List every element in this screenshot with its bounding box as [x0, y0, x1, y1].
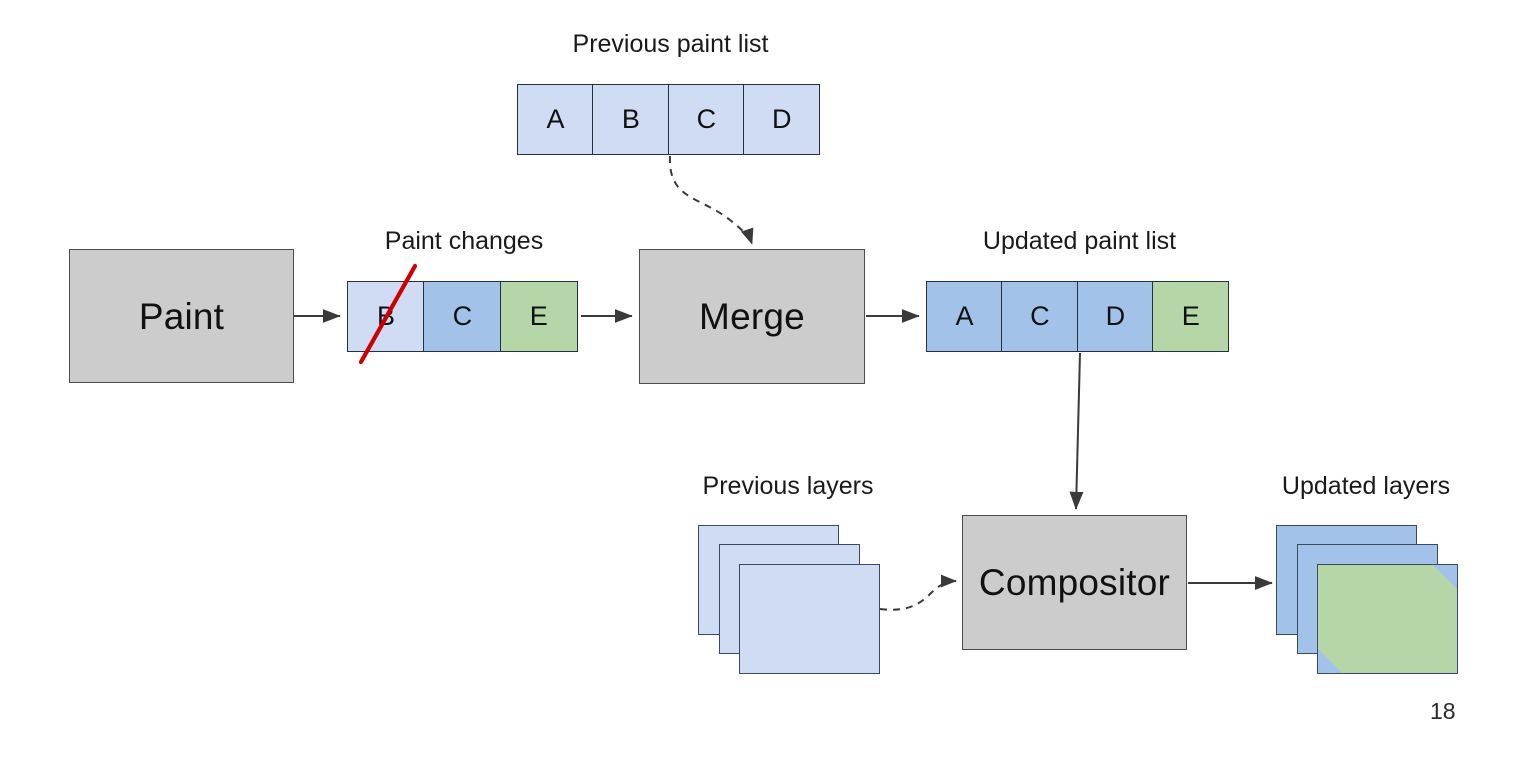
cell-label: C	[696, 104, 717, 134]
cell-label: D	[771, 104, 792, 134]
cell-label: B	[621, 104, 640, 134]
paint-changes-group: B C E	[347, 263, 581, 365]
cell-label: B	[376, 301, 395, 331]
paint-changes-cell[interactable]: C	[423, 281, 502, 352]
cell-label: D	[1105, 301, 1126, 331]
caption-previous-paint-list: Previous paint list	[572, 30, 769, 58]
paint-changes-cell-removed[interactable]: B	[347, 281, 425, 352]
cell-label: C	[452, 301, 473, 331]
cell-label: C	[1030, 301, 1050, 331]
paint-list-cell[interactable]: A	[517, 84, 594, 155]
layer-card[interactable]	[739, 564, 880, 674]
merge-node-label: Merge	[699, 296, 805, 337]
caption-paint-changes: Paint changes	[384, 227, 544, 255]
paint-list-cell[interactable]: C	[667, 84, 745, 155]
paint-list-cell[interactable]: A	[926, 281, 1003, 352]
cell-label: E	[529, 301, 548, 331]
layer-card-updated-overlay[interactable]	[1317, 564, 1458, 674]
paint-list-cell[interactable]: D	[1076, 281, 1154, 352]
cell-label: A	[546, 104, 565, 134]
cell-label: A	[955, 301, 974, 331]
arrow-updated-paint-list-to-compositor	[1069, 352, 1084, 510]
paint-node-label: Paint	[138, 295, 225, 337]
paint-list-cell[interactable]: B	[592, 84, 670, 155]
compositor-node-label: Compositor	[978, 562, 1171, 603]
paint-list-cell[interactable]: E	[1152, 281, 1230, 352]
caption-previous-layers: Previous layers	[702, 472, 874, 500]
cell-label: E	[1181, 301, 1200, 331]
previous-paint-list: A B C D	[517, 84, 824, 155]
caption-updated-paint-list: Updated paint list	[982, 227, 1177, 255]
updated-paint-list: A C D E	[926, 281, 1233, 352]
paint-changes-cell[interactable]: E	[499, 281, 578, 352]
arrow-previous-paint-list-to-merge	[668, 155, 754, 245]
page-number: 18	[1430, 698, 1456, 724]
previous-layers-stack	[698, 525, 883, 674]
paint-node[interactable]: Paint	[69, 249, 294, 383]
arrow-previous-layers-to-compositor	[879, 574, 957, 611]
updated-layers-stack	[1276, 525, 1461, 674]
paint-list-cell[interactable]: C	[1001, 281, 1079, 352]
merge-node[interactable]: Merge	[639, 249, 865, 384]
paint-list-cell[interactable]: D	[743, 84, 821, 155]
caption-updated-layers: Updated layers	[1281, 472, 1451, 500]
compositor-node[interactable]: Compositor	[962, 515, 1187, 650]
